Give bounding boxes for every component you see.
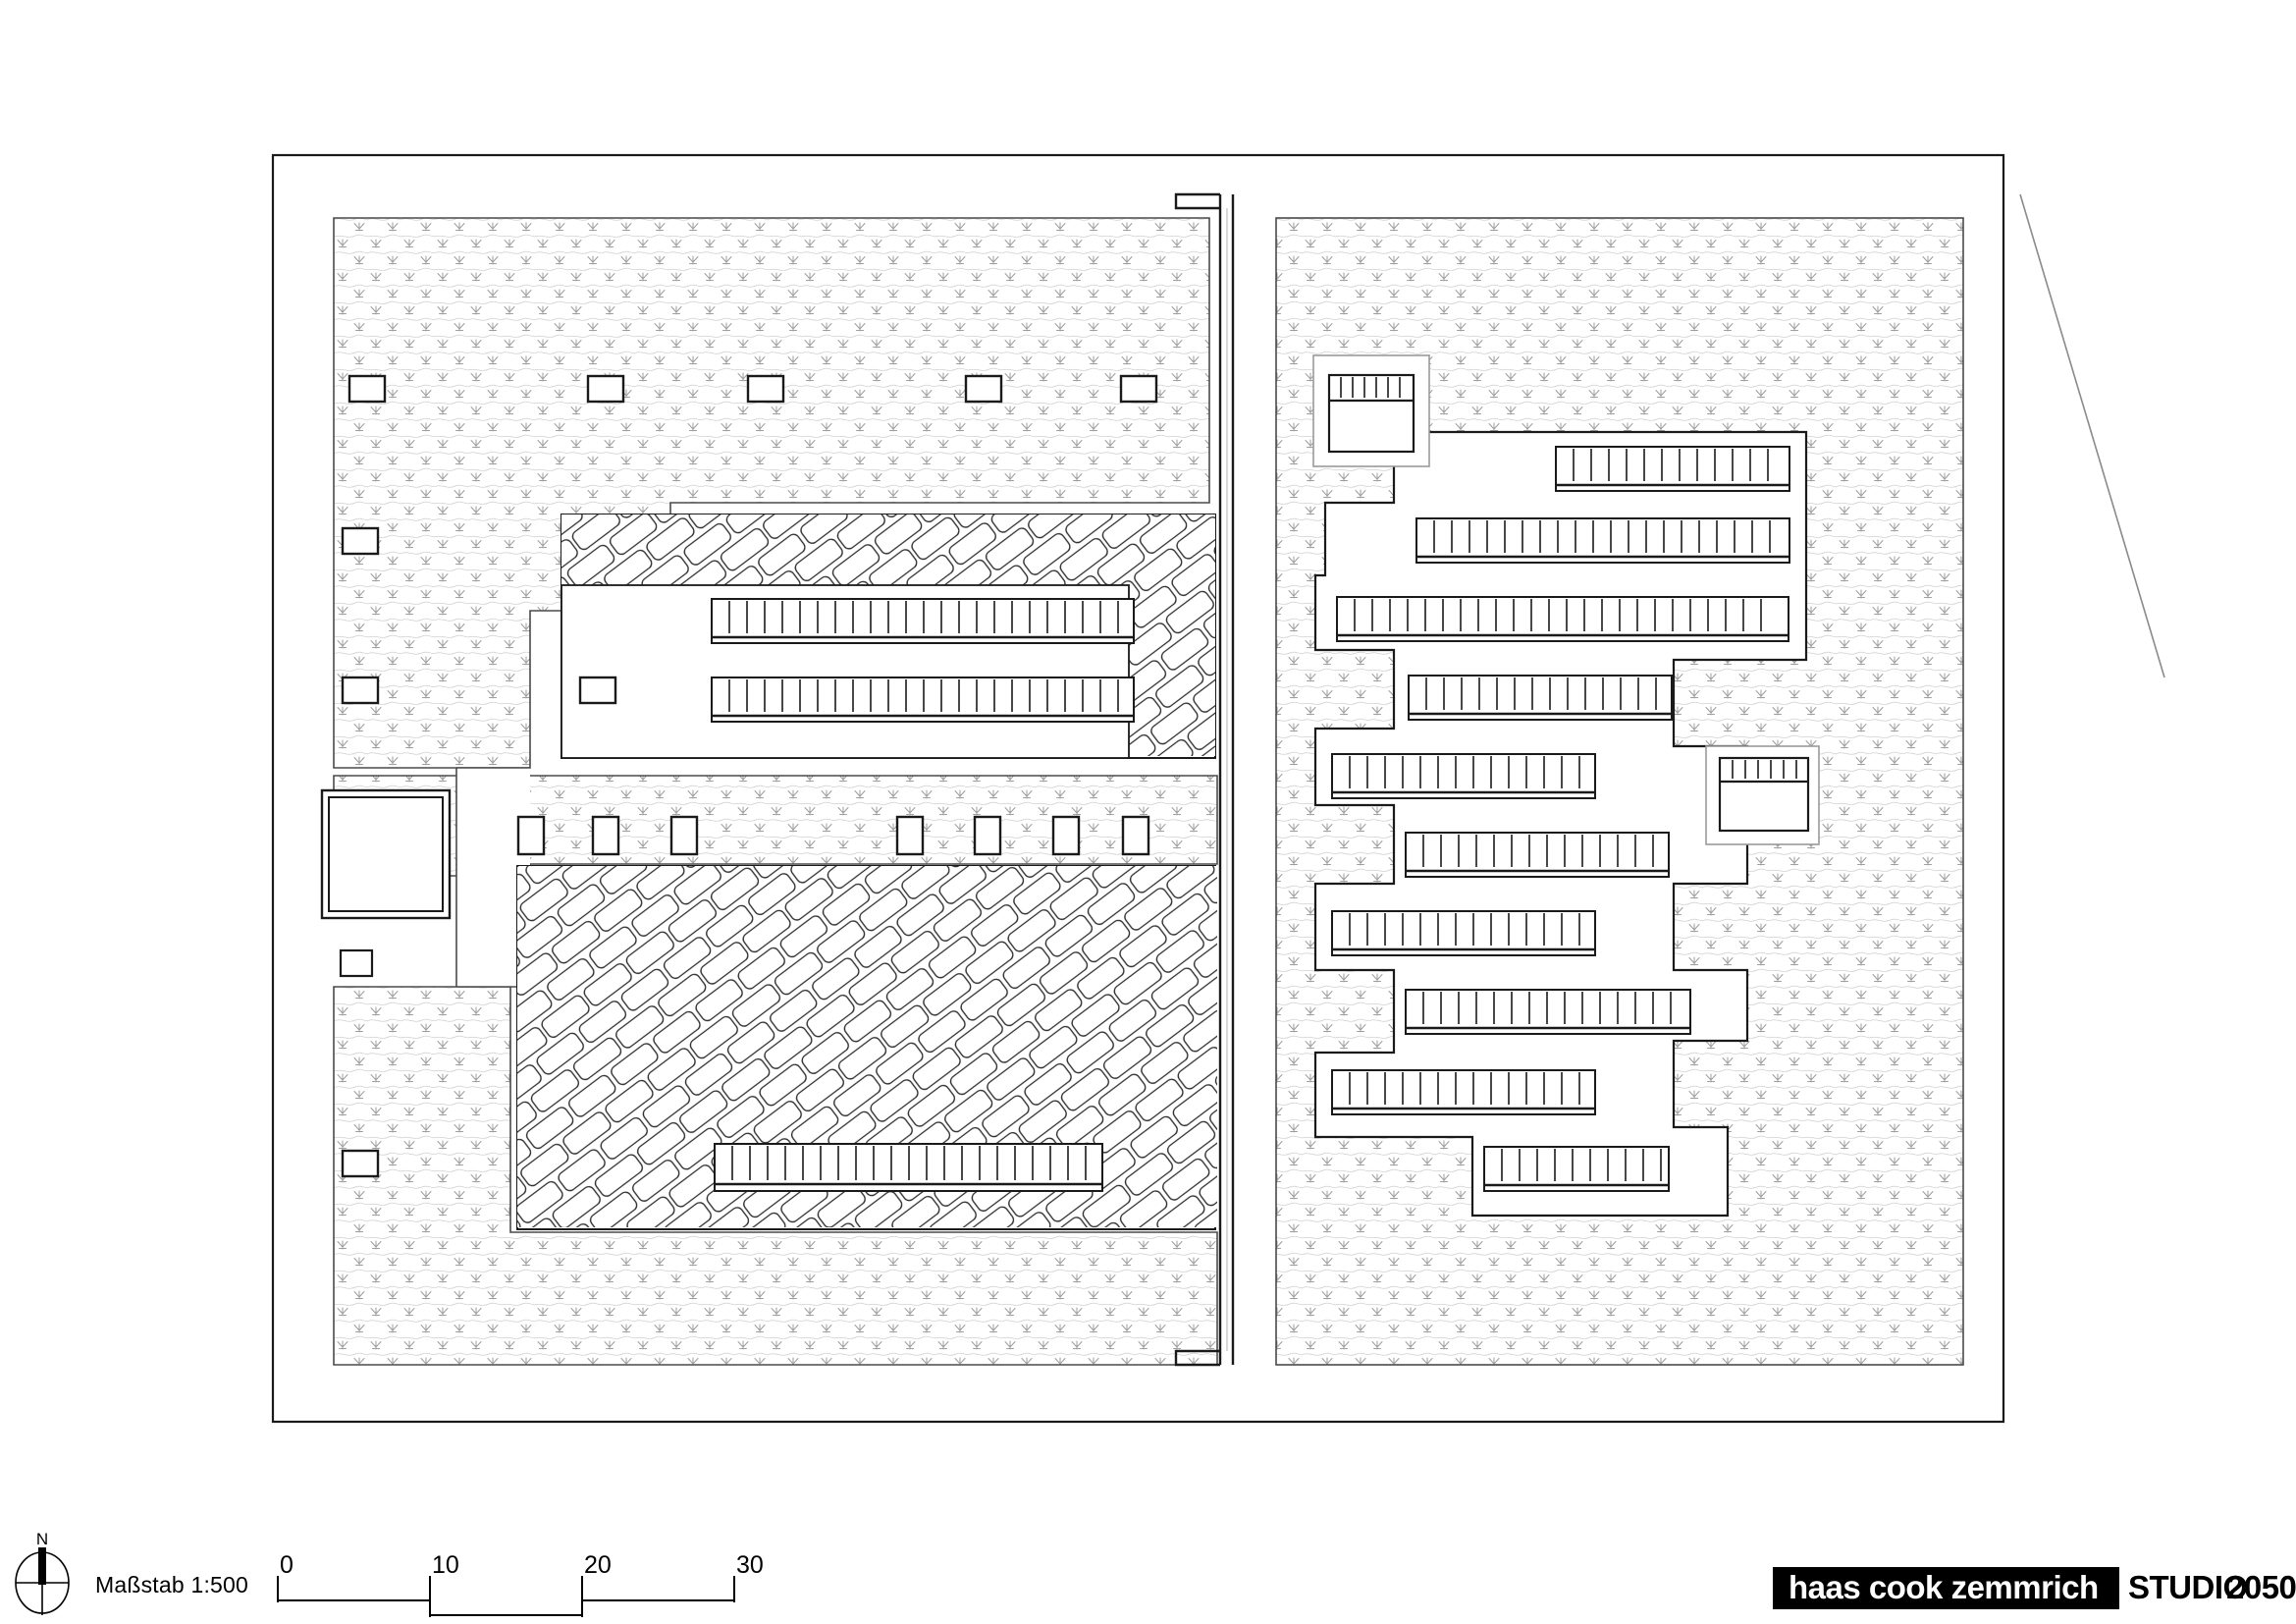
scale-tick-30: 30 [736,1551,764,1579]
parking-row[interactable] [1331,753,1596,799]
marker-rect [1051,815,1081,856]
west-site-half [320,217,1218,1366]
parking-row[interactable] [1405,989,1691,1035]
scale-tick-0: 0 [280,1551,294,1579]
marker-rect [341,1149,380,1178]
marker-rect [347,374,387,404]
marker-rect [964,374,1003,404]
parking-rows-west [711,598,1135,723]
parking-rows-east [1331,446,1790,1192]
north-arrow: N [15,1530,70,1615]
marker-rect [1119,374,1158,404]
parking-row[interactable] [1408,675,1673,721]
marker-rect [1121,815,1150,856]
walled-courtyard [320,788,452,920]
marker-rect [339,948,374,978]
small-parking-block-north[interactable] [1312,354,1430,467]
marker-rect [591,815,620,856]
north-needle [38,1547,46,1585]
parking-row[interactable] [1331,910,1596,956]
parking-row[interactable] [1331,1069,1596,1115]
parking-row[interactable] [1483,1146,1670,1192]
marker-rect [341,526,380,556]
scale-tick-10: 10 [432,1551,459,1579]
office-logo: haas cook zemmrich STUDIO 2050 [1773,1567,2296,1609]
marker-rect [973,815,1002,856]
scale-label: Maßstab 1:500 [95,1572,248,1597]
tree-markers-horizontal [341,374,1158,1178]
north-label: N [36,1530,48,1548]
parking-row[interactable] [1555,446,1790,492]
parking-row[interactable] [1415,517,1790,564]
parking-row[interactable] [711,677,1135,723]
central-access-road [1174,192,1235,1367]
tree-markers-vertical [516,815,1150,856]
courtyard-inner-wall [328,796,444,912]
small-parking-block-east[interactable] [1705,745,1820,845]
parking-row[interactable] [1405,832,1670,878]
parking-row[interactable] [711,598,1135,644]
paving-field-central [516,865,1217,1230]
scale-tick-20: 20 [584,1551,612,1579]
boundary-extension-line [2019,193,2165,678]
logo-primary-bg [1773,1567,2119,1609]
marker-rect [669,815,699,856]
lawn-west-connector [455,767,530,988]
marker-rect [341,676,380,705]
logo-secondary-number: 2050 [2226,1569,2296,1605]
marker-rect [895,815,925,856]
marker-rect [516,815,546,856]
marker-rect [578,676,617,705]
logo-secondary-prefix: STUDIO [2128,1569,2248,1605]
parking-row[interactable] [714,1143,1103,1192]
drawing-frame [271,153,2005,1424]
logo-primary-text: haas cook zemmrich [1789,1569,2099,1605]
scale-bar: 0 10 20 30 [277,1551,764,1617]
parking-row[interactable] [1336,596,1789,642]
marker-rect [586,374,625,404]
marker-rect [746,374,785,404]
east-site-half [1275,217,1964,1366]
